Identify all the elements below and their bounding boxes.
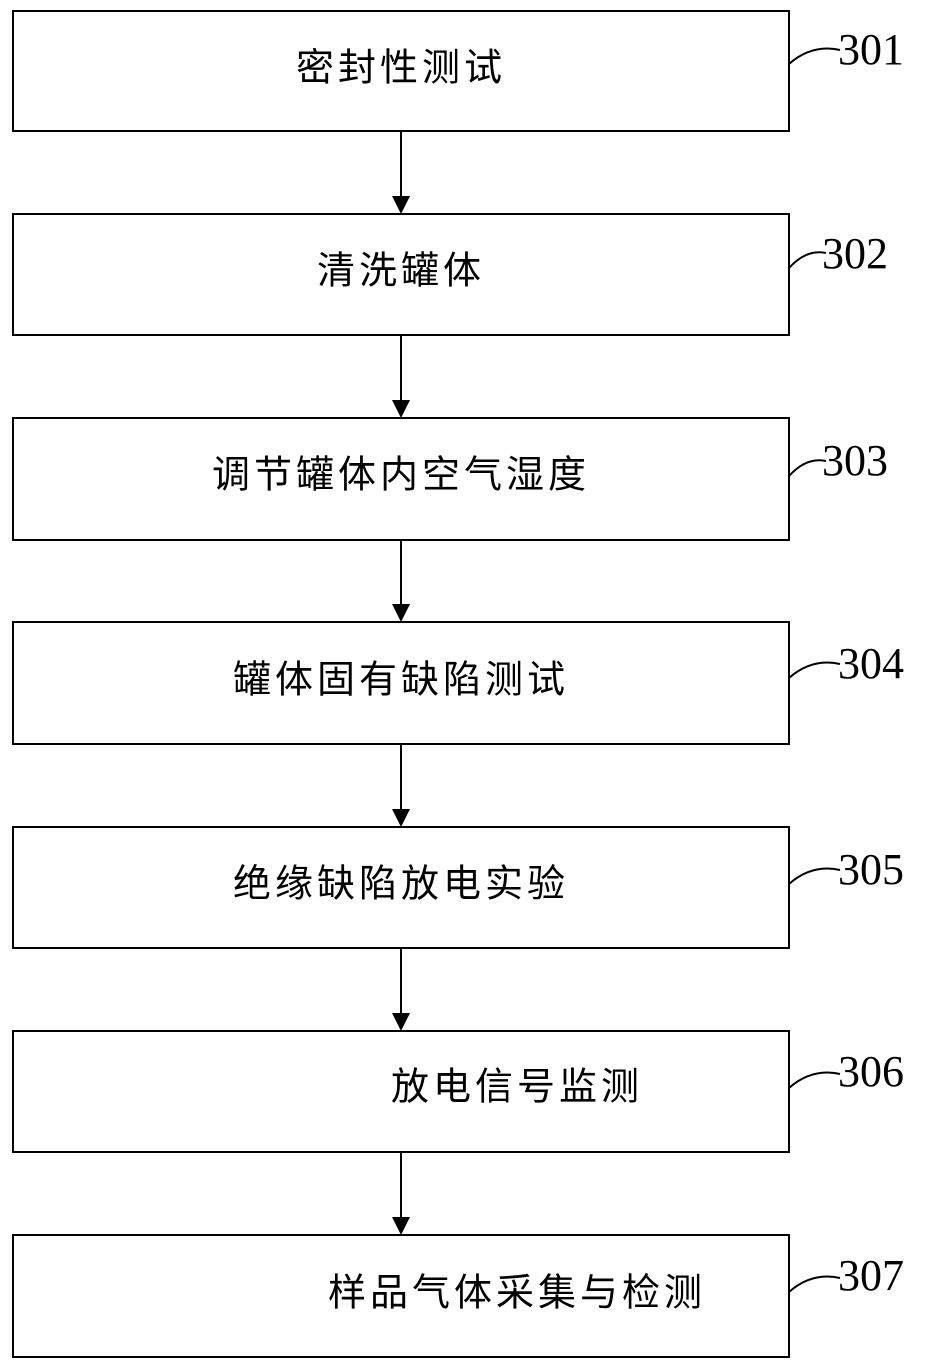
flow-arrow [392, 131, 410, 214]
flow-arrow [392, 1152, 410, 1235]
step-label: 304 [838, 639, 904, 688]
step-box [12, 10, 790, 132]
step-label-leader [788, 47, 841, 65]
step-label-leader [788, 459, 827, 477]
step-label-leader [788, 867, 841, 885]
step-text: 密封性测试 [296, 46, 506, 90]
step-label: 307 [838, 1251, 904, 1300]
step-label-leader [788, 251, 827, 269]
step-303: 调节罐体内空气湿度 303 [12, 417, 888, 541]
step-text: 调节罐体内空气湿度 [212, 453, 590, 497]
flow-arrow [392, 948, 410, 1031]
step-label: 302 [822, 229, 888, 278]
flow-arrow [392, 540, 410, 622]
flow-arrow [392, 335, 410, 418]
step-label-leader [788, 1071, 841, 1089]
step-label: 305 [838, 845, 904, 894]
step-text: 清洗罐体 [317, 249, 485, 293]
step-307: 样品气体采集与检测 307 [12, 1234, 904, 1358]
step-label: 301 [838, 25, 904, 74]
step-text: 绝缘缺陷放电实验 [233, 862, 569, 906]
step-box [12, 417, 790, 541]
step-304: 罐体固有缺陷测试 304 [12, 621, 904, 745]
step-301: 密封性测试 301 [12, 10, 904, 132]
step-306: 放电信号监测 306 [12, 1030, 904, 1153]
step-label: 303 [822, 436, 888, 485]
step-text: 放电信号监测 [391, 1065, 643, 1109]
step-box [12, 1030, 790, 1153]
step-302: 清洗罐体 302 [12, 213, 888, 336]
step-box [12, 213, 790, 336]
step-305: 绝缘缺陷放电实验 305 [12, 826, 904, 949]
step-label-leader [788, 1275, 841, 1293]
step-box [12, 1234, 790, 1358]
step-text: 样品气体采集与检测 [328, 1271, 706, 1315]
step-box [12, 621, 790, 745]
flow-arrow [392, 744, 410, 827]
step-label: 306 [838, 1047, 904, 1096]
step-text: 罐体固有缺陷测试 [233, 658, 569, 702]
step-box [12, 826, 790, 949]
step-label-leader [788, 661, 841, 679]
